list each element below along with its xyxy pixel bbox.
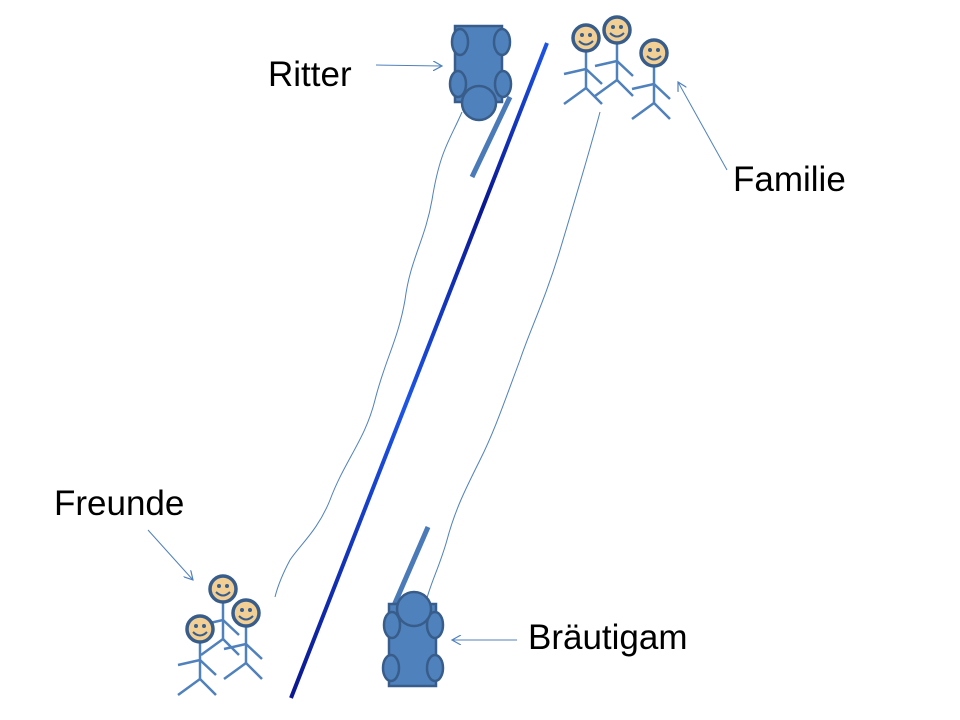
eye	[588, 33, 592, 37]
stick-figure	[177, 614, 217, 697]
smiley-face-icon	[602, 15, 632, 45]
stick-figure	[594, 15, 634, 98]
familie-label: Familie	[733, 160, 846, 199]
ritter-track	[274, 111, 463, 598]
braeutigam-track	[426, 111, 601, 599]
eye	[225, 584, 229, 588]
eye	[194, 624, 198, 628]
figure-arms	[594, 59, 634, 77]
ritter-knight	[448, 24, 513, 122]
smiley-face-icon	[639, 38, 669, 68]
figure-legs	[177, 677, 217, 697]
smiley-face-icon	[571, 23, 601, 53]
eye	[611, 25, 615, 29]
smile	[578, 40, 594, 46]
smile	[238, 615, 254, 621]
freunde-arrow	[147, 529, 193, 580]
eye	[240, 608, 244, 612]
figure-legs	[631, 101, 671, 121]
stick-figure	[200, 574, 240, 657]
smile	[609, 32, 625, 38]
smiley-face-icon	[231, 598, 261, 628]
smile	[646, 55, 662, 61]
figure-legs	[563, 86, 603, 106]
eye	[619, 25, 623, 29]
smiley-face-icon	[208, 574, 238, 604]
stick-figure	[563, 23, 603, 106]
eye	[217, 584, 221, 588]
eye	[202, 624, 206, 628]
smile	[192, 631, 208, 637]
ritter-lance	[469, 95, 513, 179]
eye	[248, 608, 252, 612]
freunde-group	[177, 574, 263, 697]
figure-arms	[223, 642, 263, 660]
ritter-arrow	[375, 65, 442, 66]
familie-group	[563, 15, 671, 121]
braeutigam-knight	[381, 590, 445, 688]
braeutigam-label: Bräutigam	[528, 618, 688, 657]
stick-figure	[631, 38, 671, 121]
smiley-face-icon	[185, 614, 215, 644]
ritter-label: Ritter	[268, 55, 352, 94]
figure-arms	[631, 82, 671, 100]
stick-figure	[223, 598, 263, 681]
figure-legs	[223, 661, 263, 681]
figure-legs	[200, 637, 240, 657]
smile	[215, 591, 231, 597]
braeutigam-lance	[389, 526, 431, 611]
eye	[580, 33, 584, 37]
tilt-barrier-line	[289, 42, 549, 699]
eye	[656, 48, 660, 52]
figure-legs	[594, 78, 634, 98]
figure-arms	[563, 67, 603, 85]
figure-arms	[177, 658, 217, 676]
eye	[648, 48, 652, 52]
freunde-label: Freunde	[54, 484, 185, 523]
familie-arrow	[678, 82, 728, 171]
